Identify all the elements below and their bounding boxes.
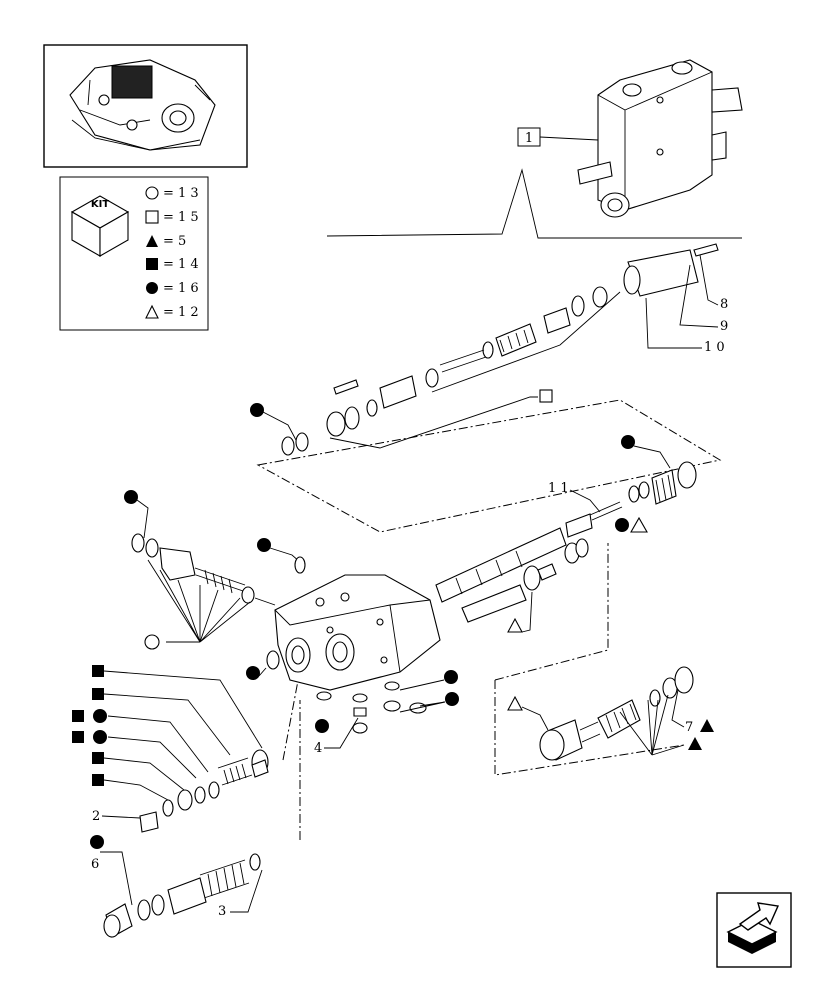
valve-assembly-drawing (577, 59, 743, 218)
legend-circle-open-icon (145, 186, 159, 200)
kit-marker-triangle-filled (688, 737, 702, 750)
kit-marker-square-filled (92, 752, 104, 764)
valve-body (274, 574, 441, 691)
kit-marker-square-filled (92, 665, 104, 677)
kit-legend: KIT = 1 3 = 1 5 = 5 = 1 4 = 1 6 = 1 2 (59, 176, 209, 331)
kit-marker-circle-filled (250, 403, 264, 417)
kit-marker-square-filled (72, 731, 84, 743)
legend-entry-3: = 5 (163, 234, 186, 249)
callout-6: 6 (91, 857, 99, 872)
callout-4: 4 (314, 741, 322, 756)
kit-marker-triangle-filled (700, 719, 714, 732)
legend-triangle-open-icon (145, 304, 159, 319)
kit-marker-circle-filled (93, 709, 107, 723)
legend-triangle-filled-icon (146, 235, 158, 247)
kit-marker-square-filled (92, 774, 104, 786)
screw-8 (693, 243, 719, 257)
legend-entry-1: = 1 3 (163, 186, 199, 201)
kit-marker-circle-filled (315, 719, 329, 733)
kit-marker-circle-filled (124, 490, 138, 504)
thumbnail-assembly-drawing (69, 59, 216, 151)
callout-1: 1 (525, 131, 533, 146)
dashed-group-outline-2 (494, 543, 685, 776)
callout-7: 7 (685, 720, 693, 735)
kit-marker-circle-filled (93, 730, 107, 744)
kit-marker-circle-filled (621, 435, 635, 449)
kit-marker-circle-filled (444, 670, 458, 684)
legend-square-open-icon (145, 210, 159, 224)
kit-marker-triangle-open (507, 617, 523, 633)
kit-marker-circle-filled (445, 692, 459, 706)
legend-circle-filled-icon (146, 282, 158, 294)
kit-title: KIT (91, 199, 109, 210)
kit-marker-triangle-open (507, 695, 523, 711)
kit-marker-circle-filled (615, 518, 629, 532)
kit-marker-square-filled (72, 710, 84, 722)
dashed-group-outline (256, 399, 722, 533)
legend-entry-4: = 1 4 (163, 257, 199, 272)
callout-3: 3 (218, 904, 226, 919)
dashed-leader (282, 669, 301, 840)
thumbnail-frame (43, 44, 248, 168)
callout-9: 9 (720, 319, 728, 334)
legend-entry-2: = 1 5 (163, 210, 199, 225)
main-spool (435, 527, 567, 603)
legend-entry-6: = 1 2 (163, 305, 199, 320)
kit-marker-square-filled (92, 688, 104, 700)
kit-marker-circle-open (144, 634, 160, 650)
kit-marker-circle-filled (90, 835, 104, 849)
kit-marker-circle-filled (246, 666, 260, 680)
kit-cube-icon: KIT (70, 195, 130, 257)
legend-square-filled-icon (146, 258, 158, 270)
kit-marker-circle-filled (257, 538, 271, 552)
next-page-arrow-icon[interactable] (716, 892, 792, 968)
kit-marker-triangle-open (630, 516, 648, 533)
callout-11: 1 1 (548, 481, 569, 496)
legend-entry-5: = 1 6 (163, 281, 199, 296)
callout-10: 1 0 (704, 340, 725, 355)
callout-2: 2 (92, 809, 100, 824)
kit-marker-square-open (539, 389, 553, 403)
cap-10 (623, 249, 699, 297)
callout-8: 8 (720, 297, 728, 312)
